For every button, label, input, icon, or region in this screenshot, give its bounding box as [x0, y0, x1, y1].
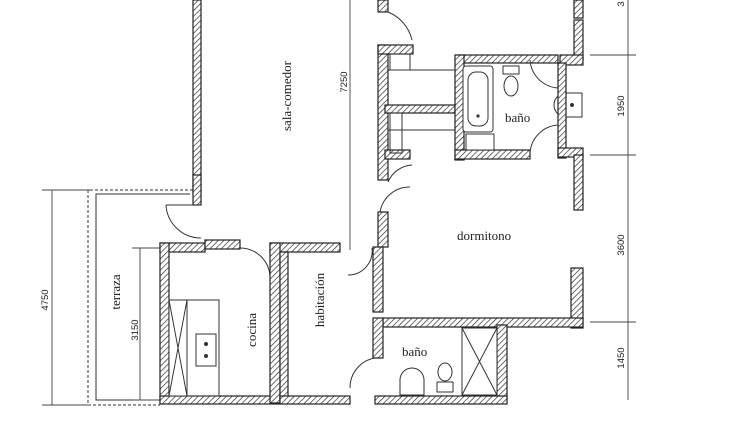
wall-sala-left-lower [192, 174, 202, 206]
closet-door-1 [389, 53, 411, 71]
door-swing-lowbath [349, 357, 376, 389]
wall-bath-bottom [454, 149, 531, 160]
wall-bath-top-right [457, 54, 559, 64]
sink-drain-2 [204, 354, 208, 358]
wall-hab-bottom [279, 395, 351, 405]
wall-right-4 [557, 147, 584, 158]
wall-lowbath-left [372, 317, 384, 359]
wall-lowbath-bottom [374, 395, 508, 405]
wall-right-2 [559, 54, 584, 66]
closet-door-2 [389, 112, 403, 154]
door-swing-hall [379, 186, 411, 213]
dim-3600-label: 3600 [616, 234, 627, 255]
room-label-bano-upper: baño [505, 110, 530, 125]
wall-closet-bottom [384, 149, 411, 160]
toilet-lower-bowl-icon [437, 362, 453, 382]
bathtub-drain [476, 114, 480, 118]
dim-4750-label: 4750 [40, 289, 51, 310]
room-label-sala-comedor: sala-comedor [279, 60, 294, 131]
wall-kitchen-hab [269, 242, 281, 404]
wall-central-lower [377, 211, 389, 248]
wall-kitchen-bottom [159, 395, 281, 405]
fridge-x2 [168, 299, 188, 397]
washbasin-lower-icon [399, 367, 425, 396]
room-label-cocina: cocina [244, 313, 259, 347]
door-swing-top [387, 11, 413, 41]
room-label-dormitorio: dormitono [457, 228, 511, 243]
wall-top-stub [377, 0, 389, 13]
kitchen-sink-icon [195, 333, 217, 367]
door-swing-bath-upper [529, 124, 559, 157]
dim-3150-label: 3150 [130, 319, 141, 340]
room-label-habitacion: habitación [312, 272, 327, 327]
bathtub-inner [467, 71, 489, 127]
washbasin-drain [570, 103, 574, 107]
wall-right-1 [573, 19, 584, 61]
toilet-lower-tank-icon [436, 381, 454, 393]
wall-top-right-stub [573, 0, 584, 19]
wall-closet-mid [384, 104, 456, 114]
terrace-outline [87, 189, 193, 406]
toilet-bowl-icon [503, 75, 519, 97]
bathtub-icon [462, 65, 494, 133]
door-swing-terrace [165, 204, 202, 239]
door-swing-bath-upper-2 [529, 59, 561, 89]
dim-1950-label: 1950 [616, 95, 627, 116]
dim-right-top-label: 3 [616, 1, 627, 6]
door-swing-kitchen [239, 247, 271, 279]
room-label-bano-lower: baño [402, 344, 427, 359]
dim-1450-label: 1450 [616, 347, 627, 368]
door-swing-habitacion [347, 247, 373, 276]
wall-dorm-bottom [382, 317, 584, 328]
door-swing-closet [387, 164, 413, 183]
wall-kitchen-left [159, 242, 170, 404]
sink-cabinet-icon [465, 133, 495, 151]
wall-kitchen-top-right [204, 239, 241, 250]
wall-lowbath-right [496, 324, 508, 401]
wall-right-3 [557, 62, 567, 159]
sink-drain-1 [204, 342, 208, 346]
terrace-inner [95, 193, 190, 401]
shower-x2 [461, 327, 498, 396]
room-label-terraza: terraza [108, 274, 123, 310]
wall-right-6 [570, 267, 584, 329]
wall-sala-left [192, 0, 202, 195]
wall-right-5 [573, 154, 584, 211]
toilet-tank-icon [502, 65, 520, 75]
wall-central-bottom [372, 246, 384, 313]
wall-bath-top [377, 44, 414, 55]
wall-hab-inner [279, 251, 289, 403]
dim-7250-label: 7250 [339, 71, 350, 92]
